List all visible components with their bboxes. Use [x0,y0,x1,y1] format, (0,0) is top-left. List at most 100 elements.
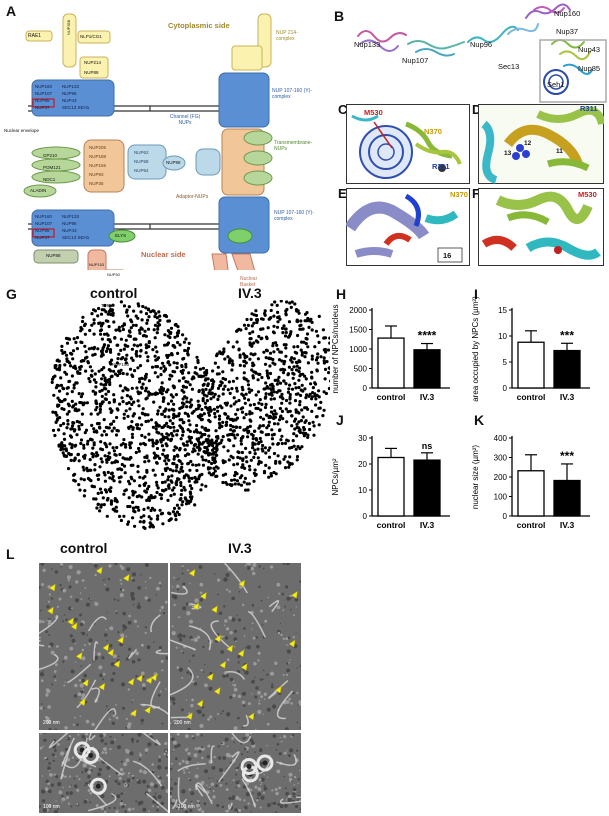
npc-schematic [23,13,273,270]
y-tick-label: 15 [498,306,507,315]
npc-arrowhead [238,579,246,588]
npc-arrowhead [219,660,227,669]
panel-label-b: B [334,8,345,24]
y-tick-label: 5 [503,358,508,367]
channel-label: Channel (FG) NUPs [169,114,201,126]
bar-control [377,456,405,517]
y-axis-label: area occupied by NPCs (µm²) [471,296,480,402]
nup98-ellipse [162,155,186,171]
structure-d [478,104,604,184]
transmembrane-label: Transmembrane-NUPs [274,140,313,152]
x-tick-label: control [517,392,546,402]
d-label-13: 13 [504,150,512,157]
y-axis-label: NPCs/µm² [331,458,340,495]
control-npc-dots [50,300,220,530]
elys-label: ELYS [115,233,127,238]
bar-iv3 [553,349,581,389]
panel-label-e: E [338,186,347,201]
nup50-label: NUP50 [107,272,120,277]
npc-arrowhead [237,649,245,658]
y-axis-label: number of NPCs/nucleus [331,305,340,394]
nuclear-side-label: Nuclear side [141,250,186,259]
npc-arrowhead [75,651,83,660]
b-label-nup85: Nup85 [578,64,601,73]
structure-c [346,104,470,184]
nup88-label: NUP88 [84,70,99,75]
basket-label: Nuclear Basket [240,276,258,288]
y-tick-label: 1500 [349,326,367,335]
y-tick-label: 0 [363,512,368,521]
panel-label-i: I [474,286,478,302]
npc-arrowhead [78,698,86,707]
nup214-box [79,56,109,79]
npc-arrowhead [102,643,110,652]
rae1-box [25,30,53,42]
nup358-bar [62,13,77,68]
l-iv3-title: IV.3 [228,540,252,556]
y-tick-label: 200 [494,473,508,482]
npc-arrowhead [247,712,255,721]
l-control-title: control [60,540,108,556]
panel-label-k: K [474,412,485,428]
y-tick-label: 300 [494,454,508,463]
y-tick-label: 30 [358,434,367,443]
nup153-top [87,249,107,270]
structure-f [478,188,604,266]
nuclear-envelope-label: Nuclear envelope [4,128,40,133]
bar-control [517,470,545,517]
npc-arrowhead [288,639,296,648]
r-elys [227,228,253,244]
e-label-16: 16 [443,251,452,260]
nuclear-pore [89,777,107,795]
npc-arrowhead [122,573,130,582]
nup88-bottom-label: NUP88 [46,253,61,258]
d-label-11: 11 [556,148,563,155]
seh1-circle [543,69,569,95]
b-label-nup96: Nup96 [470,40,493,49]
r-trans-2 [243,150,273,166]
y-tick-label: 0 [503,512,508,521]
y-complex-structure [357,3,607,103]
npc-arrowhead [136,674,143,683]
y-tick-label: 500 [354,365,368,374]
nuclear-pore [240,757,258,775]
r-trans-1 [243,130,273,146]
npc-arrowhead [213,686,221,695]
nup85-highlight-bottom [32,228,55,238]
npc-arrowhead [196,699,204,708]
y-tick-label: 0 [503,384,508,393]
aladin-label: ALADIN [30,188,47,193]
x-tick-label: control [377,520,406,530]
em-iv3-zoom: 100 nm [170,733,301,813]
nup358-label: NUP358 [66,20,71,36]
g-control-title: control [90,285,138,301]
adaptor-label: Adaptor-NUPs [176,194,209,200]
elys-ellipse [108,229,136,243]
b-label-nup133: Nup133 [354,40,381,49]
iv3-npc-dots [195,300,330,492]
rae1-label: RAE1 [28,33,42,39]
b-label-nup160: Nup160 [554,9,581,18]
panel-label-j: J [336,412,344,428]
npc-arrowhead [211,605,218,614]
r-y-bottom [218,196,270,254]
b-label-nup43: Nup43 [578,45,601,54]
npc-arrowhead [188,568,196,577]
nup88-box-bottom [33,249,79,264]
npc-arrowhead [129,709,137,717]
npc-arrowhead [127,677,135,686]
npc-arrowhead [70,622,78,631]
d-label-12: 12 [524,140,532,147]
significance-label: *** [560,328,574,342]
inner-ring-box [83,139,125,193]
g-iv3-title: IV.3 [238,285,262,301]
npc-arrowhead [185,712,193,721]
bar-iv3 [413,459,441,517]
y-tick-label: 1000 [349,345,367,354]
bar-control [517,341,545,389]
x-tick-label: IV.3 [560,392,575,402]
r-yellow-box [231,45,263,71]
